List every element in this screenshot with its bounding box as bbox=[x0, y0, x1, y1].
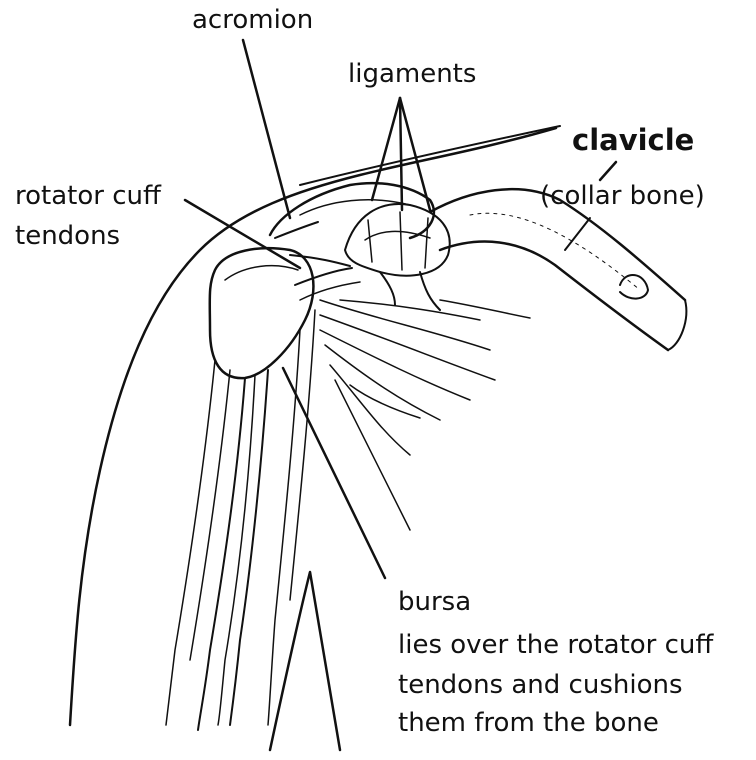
label-bursa-desc-line1: lies over the rotator cuff bbox=[398, 631, 713, 661]
label-rotator-cuff-line1: rotator cuff bbox=[15, 182, 161, 212]
label-bursa-desc-line3: them from the bone bbox=[398, 709, 659, 739]
label-acromion: acromion bbox=[192, 6, 313, 36]
label-rotator-cuff-line2: tendons bbox=[15, 222, 120, 252]
label-collar-bone: (collar bone) bbox=[540, 182, 705, 212]
acromion-bone bbox=[270, 183, 434, 238]
arm-muscles bbox=[166, 310, 315, 730]
rotator-cuff-tendons bbox=[290, 255, 360, 300]
leader-lines bbox=[185, 40, 616, 578]
clavicle-bone bbox=[430, 189, 686, 350]
ligaments-shape bbox=[345, 204, 450, 310]
label-bursa-desc-line2: tendons and cushions bbox=[398, 671, 683, 701]
chest-notch bbox=[270, 572, 340, 750]
label-clavicle: clavicle bbox=[572, 124, 694, 157]
skin-contour bbox=[300, 126, 560, 185]
label-bursa: bursa bbox=[398, 588, 471, 618]
pectoral-fibers bbox=[320, 300, 530, 530]
label-ligaments: ligaments bbox=[348, 60, 476, 90]
